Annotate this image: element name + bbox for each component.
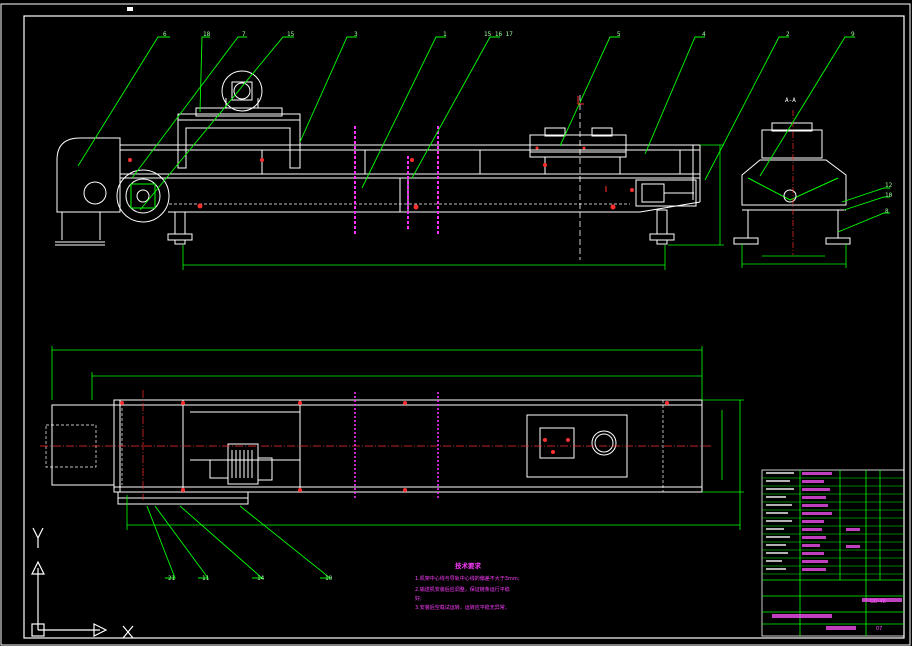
balloon-10-side: 10	[885, 192, 893, 199]
top-view-dimensions	[51, 346, 744, 530]
bolt-marks-top	[354, 392, 439, 498]
balloon-15: 15	[287, 31, 295, 38]
balloon-15-16-17: 15 16 17	[484, 31, 513, 38]
top-view-hopper	[51, 404, 115, 486]
leader-lines	[77, 36, 890, 579]
balloon-6: 6	[163, 31, 167, 38]
inlet-hopper	[56, 137, 121, 213]
markers	[577, 96, 607, 192]
balloon-12: 12	[885, 182, 893, 189]
front-dimensions	[182, 95, 724, 270]
balloon-14: 14	[257, 575, 265, 582]
section-a-a-view	[733, 122, 851, 245]
title-block-sheet: 07	[876, 626, 883, 632]
balloon-2: 2	[786, 31, 790, 38]
section-dimensions	[741, 244, 847, 268]
top-view	[51, 399, 703, 505]
inner-border	[23, 15, 905, 639]
notes-line-2: 2.输送机安装后应调整，保证链条运行平稳	[415, 587, 510, 593]
section-label: A-A	[785, 97, 796, 104]
balloon-4: 4	[702, 31, 706, 38]
top-view-centerline	[40, 390, 712, 500]
balloon-9: 9	[851, 31, 855, 38]
outer-border	[0, 3, 911, 646]
title-block-fills	[772, 472, 902, 630]
title-block-part-name: GD-48	[870, 599, 886, 605]
motor	[221, 70, 263, 112]
balloon-1: 1	[443, 31, 447, 38]
balloon-7: 7	[242, 31, 246, 38]
balloon-21: 21	[168, 575, 176, 582]
title-block-rows	[762, 477, 904, 575]
tail-sprocket	[116, 169, 170, 223]
notes-line-1: 1.机架中心线与导轨中心线的偏差不大于3mm;	[415, 576, 520, 582]
drive-frame	[177, 113, 301, 169]
front-view	[55, 70, 701, 246]
notes-title: 技术要求	[455, 562, 481, 570]
bolt-marks-front	[354, 126, 439, 236]
red-dots-front	[128, 146, 634, 210]
tensioner-box	[635, 179, 697, 207]
balloon-11: 11	[202, 575, 210, 582]
hopper-port	[83, 181, 107, 205]
title-block	[761, 469, 905, 637]
notes-line-4: 3.安装后空载试运转，运转应平稳无异常。	[415, 605, 510, 611]
balloon-5: 5	[617, 31, 621, 38]
feed-box	[529, 134, 627, 158]
title-block-text-marks	[766, 472, 794, 570]
red-dots-top	[120, 401, 669, 492]
balloon-10: 10	[325, 575, 333, 582]
notes-line-3: 好;	[415, 596, 422, 602]
balloon-18: 18	[203, 31, 211, 38]
ucs-icon	[31, 527, 134, 639]
balloon-8: 8	[885, 208, 889, 215]
top-marker	[127, 7, 133, 11]
balloon-3: 3	[354, 31, 358, 38]
